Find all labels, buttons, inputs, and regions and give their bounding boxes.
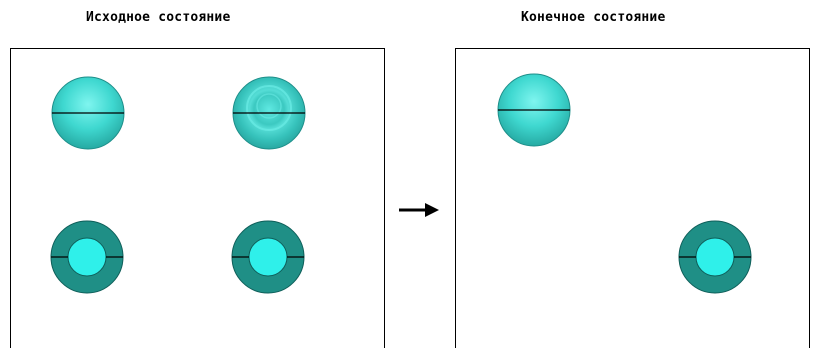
ring-bottom-left: [50, 220, 124, 294]
initial-state-title: Исходное состояние: [86, 10, 231, 25]
sphere-top-right: [232, 76, 306, 150]
right-arrow-icon: [399, 203, 439, 217]
final-state-title: Конечное состояние: [521, 10, 666, 25]
final-state-panel: [455, 48, 810, 348]
ring-bottom-right: [231, 220, 305, 294]
ring-final: [678, 220, 752, 294]
sphere-final: [497, 73, 571, 147]
sphere-top-left: [51, 76, 125, 150]
